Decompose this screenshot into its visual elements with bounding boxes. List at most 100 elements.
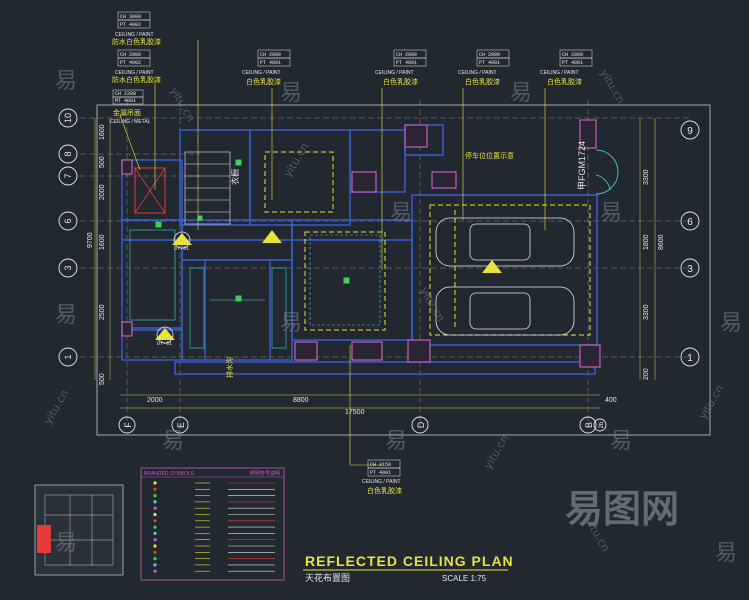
watermark-domain: yitu.cn [696, 383, 726, 422]
watermark-glyph: 易 [280, 311, 302, 336]
dim-left-6: 9700 [87, 232, 94, 248]
ceiling-tag-7-label: 白色乳胶漆 [367, 486, 402, 495]
watermark-domain: yitu.cn [481, 433, 511, 472]
ceiling-tag-4-caption: CEILING / PAINT [375, 70, 414, 76]
drawing-frame [96, 104, 711, 436]
legend-symbol [153, 481, 157, 485]
bottom-dimensions: 2000 8800 400 17500 [147, 397, 617, 416]
ceiling-tag-2: CH 2800 PT 4002 CEILING / PAINT 防水白色乳胶漆 [112, 49, 161, 84]
ceiling-tag-1-pt: PT 4002 [120, 22, 141, 28]
ceiling-tag-3-label: 白色乳胶漆 [246, 77, 281, 86]
watermark-glyph: 易 [55, 531, 77, 556]
dim-left-2: 500 [99, 156, 106, 168]
walls [121, 124, 598, 375]
watermark-glyph: 易 [720, 311, 742, 336]
grid-l-8: 8 [63, 151, 73, 156]
dim-right-3: 3300 [643, 304, 650, 320]
legend-heading-right: 照明符号说明 [250, 470, 280, 477]
metal-tag-label: 金属吊面 [113, 108, 141, 117]
dim-left-5: 2500 [99, 304, 106, 320]
legend-symbol [153, 563, 157, 567]
watermark-domain: yitu.cn [597, 67, 627, 106]
dim-right-2: 1800 [643, 234, 650, 250]
metal-tag-caption: CEILING / METAL [110, 119, 151, 125]
ceiling-tag-5-pt: PT 4001 [479, 60, 500, 66]
section-marker-2-label: DT-01 [157, 341, 172, 347]
watermark-glyph: 易 [510, 81, 532, 106]
watermark-glyph: 易 [162, 429, 184, 454]
grid-r-6: 6 [687, 217, 693, 228]
right-dimensions: 3300 1800 3300 8600 200 [643, 169, 665, 380]
level-marker-2 [482, 260, 502, 273]
columns [121, 119, 601, 368]
section-marker-1: DT-01 [172, 231, 192, 252]
dim-right-5: 200 [643, 368, 650, 380]
ceiling-tag-5-caption: CEILING / PAINT [458, 70, 497, 76]
car-2 [435, 286, 575, 336]
grid-b-E: E [176, 422, 186, 428]
ceiling-tag-4-ch: CH 2800 [396, 52, 417, 58]
title-block: REFLECTED CEILING PLAN 天花布置图 SCALE 1:75 [303, 553, 514, 583]
legend-symbol [153, 538, 157, 542]
garage-door [595, 149, 619, 195]
ceiling-tag-3-caption: CEILING / PAINT [242, 70, 281, 76]
left-dimension-line [94, 118, 111, 380]
ceiling-tag-7-ch: CH 3150 [370, 462, 391, 468]
grid-l-7: 7 [63, 173, 73, 178]
tag-leaders [119, 40, 546, 466]
plan-title: REFLECTED CEILING PLAN [305, 553, 514, 569]
grid-bubbles-right [680, 120, 700, 367]
legend-table: BRANDED SYMBOLS 照明符号说明 [140, 467, 285, 581]
grid-b-B: B [584, 422, 594, 428]
bath-area [134, 167, 166, 214]
key-plan [34, 484, 124, 576]
staircase [184, 151, 231, 225]
ceiling-tag-5-ch: CH 2800 [479, 52, 500, 58]
bath-hatch-2 [134, 167, 166, 214]
legend-symbol [153, 519, 157, 523]
grid-r-1: 1 [687, 353, 693, 364]
grid-b-F: F [123, 422, 133, 428]
grid-r-3: 3 [687, 264, 693, 275]
ceiling-tag-1-ch: CH 3000 [120, 14, 141, 20]
dim-left-1: 1600 [99, 124, 106, 140]
drain-label: 排水沟 [225, 357, 234, 378]
ceiling-tag-7-pt: PT 4001 [370, 470, 391, 476]
plan-scale: SCALE 1:75 [442, 574, 487, 583]
grid-bubbles-bottom-labels: F E D B 2b [123, 421, 605, 428]
ceiling-tag-2-label: 防水白色乳胶漆 [112, 75, 161, 84]
grid-b-D: D [416, 421, 426, 428]
watermark-glyph: 易 [55, 303, 77, 328]
ceiling-tag-6: CH 2800 PT 4001 CEILING / PAINT 白色乳胶漆 [540, 49, 593, 86]
dim-bottom-4: 17500 [345, 409, 365, 416]
watermark-domain: yitu.cn [281, 141, 311, 180]
key-plan-highlight [37, 525, 51, 553]
ceiling-tag-6-pt: PT 4001 [562, 60, 583, 66]
ceiling-tag-3: CH 2800 PT 4001 CEILING / PAINT 白色乳胶漆 [242, 49, 291, 86]
ceiling-tag-2-caption: CEILING / PAINT [115, 70, 154, 76]
grid-bubbles-bottom [118, 416, 607, 434]
watermark-glyph: 易 [385, 429, 407, 454]
watermark-glyph: 易 [715, 541, 737, 566]
legend-symbol [153, 512, 157, 517]
watermark-glyph: 易 [610, 429, 632, 454]
dim-bottom-2: 8800 [293, 397, 309, 404]
ceiling-details [129, 229, 381, 349]
dim-right-1: 3300 [643, 169, 650, 185]
ceiling-tag-6-ch: CH 2800 [562, 52, 583, 58]
dim-left-4: 1600 [99, 234, 106, 250]
level-marker-1 [262, 230, 282, 243]
legend-symbol [153, 500, 157, 504]
ceiling-tag-4-pt: PT 4001 [396, 60, 417, 66]
watermark-glyph: 易 [600, 201, 622, 226]
dim-right-4: 8600 [658, 234, 665, 250]
grid-bubbles-left [58, 108, 78, 367]
watermark-brand: 易图网 [565, 487, 679, 531]
legend-symbol [153, 557, 157, 561]
metal-tag-mt: MT 4001 [115, 98, 136, 104]
right-dimension-line [639, 118, 656, 380]
door-label: 甲FGM1724 [577, 141, 587, 190]
legend-symbol [153, 525, 157, 529]
section-marker-1-label: DT-01 [174, 246, 189, 252]
